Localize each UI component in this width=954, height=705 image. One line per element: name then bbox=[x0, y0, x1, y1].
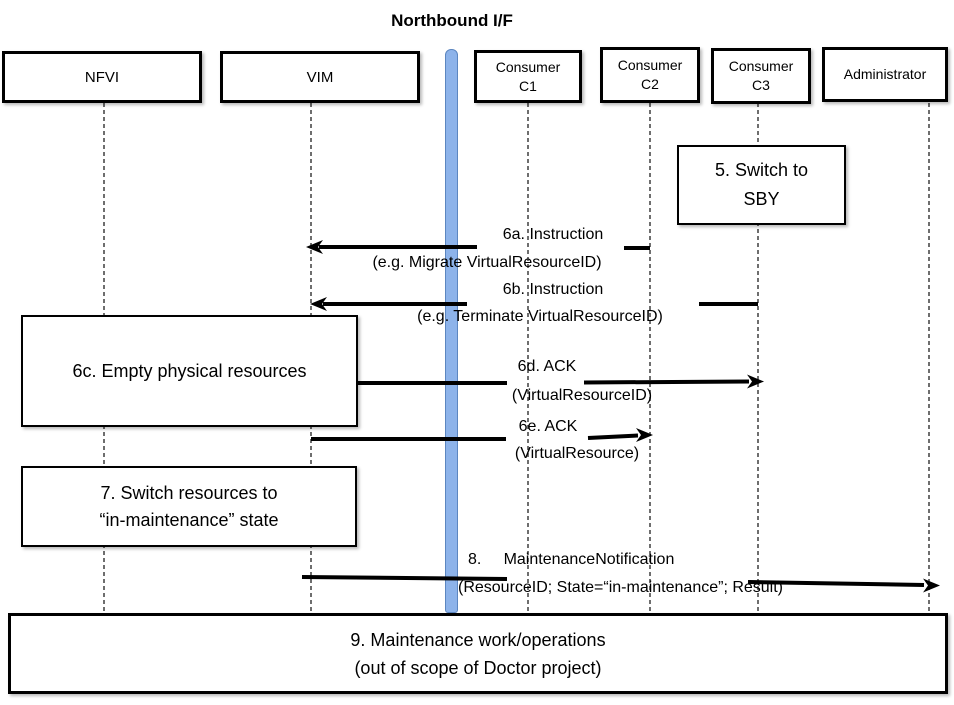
note-line: 5. Switch to bbox=[714, 160, 809, 180]
note-switch-resources-in-maintenance: 7. Switch resources to “in-maintenance” … bbox=[21, 466, 357, 547]
actor-label: VIM bbox=[306, 68, 334, 86]
actor-label: Consumer bbox=[495, 58, 561, 75]
northbound-if-bar bbox=[445, 49, 458, 613]
actor-label: Consumer bbox=[728, 58, 794, 74]
arrow-8-head-seg bbox=[747, 580, 925, 587]
arrowhead-6b bbox=[310, 297, 327, 311]
arrow-6e-head-seg bbox=[587, 433, 639, 440]
actor-nfvi: NFVI bbox=[2, 51, 202, 103]
note-line: 7. Switch resources to bbox=[100, 482, 278, 503]
note-empty-physical-resources: 6c. Empty physical resources bbox=[21, 315, 358, 427]
actor-consumer-c2: Consumer C2 bbox=[600, 47, 700, 103]
message-8-label: 8. MaintenanceNotification bbox=[468, 551, 675, 568]
note-maintenance-work: 9. Maintenance work/operations (out of s… bbox=[8, 613, 948, 694]
message-6d-label: 6d. ACK bbox=[517, 358, 577, 375]
message-6a-detail: (e.g. Migrate VirtualResourceID) bbox=[372, 254, 602, 271]
arrow-6d-head-seg bbox=[583, 379, 750, 385]
actor-label: C1 bbox=[519, 77, 537, 94]
message-6d-detail: (VirtualResourceID) bbox=[511, 387, 653, 404]
diagram-title: Northbound I/F bbox=[391, 11, 513, 30]
arrowhead-6d bbox=[747, 374, 764, 389]
message-6e-detail: (VirtualResource) bbox=[514, 445, 640, 462]
note-line: 6c. Empty physical resources bbox=[72, 360, 307, 381]
message-6e-label: 6e. ACK bbox=[518, 418, 578, 435]
actor-vim: VIM bbox=[220, 51, 420, 103]
note-switch-to-sby: 5. Switch to SBY bbox=[677, 145, 846, 225]
arrowhead-8 bbox=[923, 578, 940, 593]
actor-label: NFVI bbox=[84, 68, 120, 86]
note-line: SBY bbox=[743, 189, 780, 209]
note-line: (out of scope of Doctor project) bbox=[354, 657, 602, 678]
actor-label: Consumer bbox=[617, 57, 683, 73]
actor-label: C3 bbox=[752, 77, 770, 93]
message-8-detail: (ResourceID; State=“in-maintenance”; Res… bbox=[457, 579, 784, 596]
message-6b-detail: (e.g. Terminate VirtualResourceID) bbox=[417, 308, 663, 325]
arrow-8-shaft bbox=[301, 575, 508, 581]
actor-consumer-c3: Consumer C3 bbox=[711, 48, 811, 104]
note-line: “in-maintenance” state bbox=[99, 509, 279, 530]
actor-label: C2 bbox=[641, 76, 659, 92]
actor-label: Administrator bbox=[843, 66, 927, 82]
note-line: 9. Maintenance work/operations bbox=[350, 629, 606, 650]
actor-administrator: Administrator bbox=[822, 47, 948, 102]
message-6b-label: 6b. Instruction bbox=[502, 281, 604, 298]
arrowhead-6a bbox=[306, 240, 323, 254]
arrowhead-6e bbox=[636, 428, 653, 442]
message-6a-label: 6a. Instruction bbox=[502, 226, 604, 243]
actor-consumer-c1: Consumer C1 bbox=[474, 50, 582, 103]
